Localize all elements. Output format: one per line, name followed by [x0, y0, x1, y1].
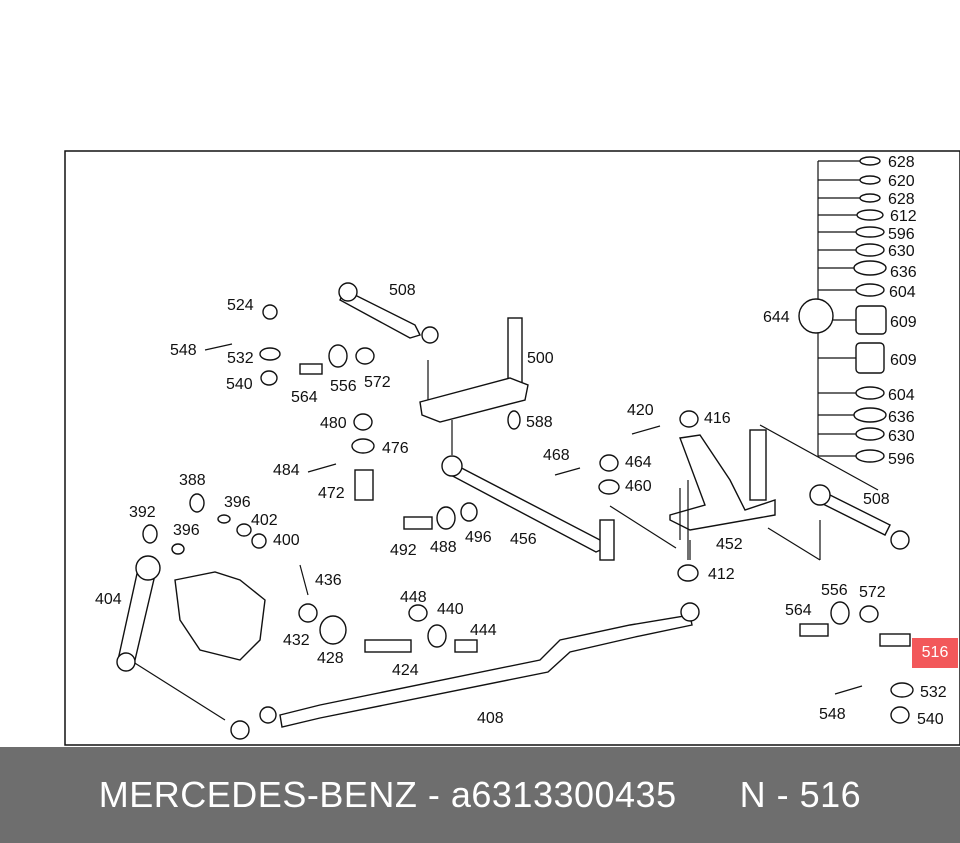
callout-label: 556: [821, 582, 848, 599]
callout-label: 402: [251, 512, 278, 529]
callout-label: 508: [389, 282, 416, 299]
callout-label: 636: [888, 409, 915, 426]
callout-label: 630: [888, 243, 915, 260]
callout-label: 476: [382, 440, 409, 457]
callout-label: 452: [716, 536, 743, 553]
diagram-canvas: 628 620 628 612 596 630 636 604 609 609 …: [64, 150, 960, 746]
callout-label: 508: [863, 491, 890, 508]
callout-label: 492: [390, 542, 417, 559]
washer-stack: [798, 156, 887, 463]
callout-label: 609: [890, 352, 917, 369]
callout-label: 548: [819, 706, 846, 723]
callout-label: 424: [392, 662, 419, 679]
callout-label: 628: [888, 191, 915, 208]
callout-label: 456: [510, 531, 537, 548]
small-parts: [142, 304, 914, 724]
callout-label: 444: [470, 622, 497, 639]
callout-label: 532: [920, 684, 947, 701]
footer-bar: MERCEDES-BENZ - a6313300435 N - 516: [0, 747, 960, 843]
callout-label: 532: [227, 350, 254, 367]
part-number: a6313300435: [450, 774, 677, 815]
callout-label: 596: [888, 226, 915, 243]
callout-label: 628: [888, 154, 915, 171]
callout-label: 572: [859, 584, 886, 601]
callout-label: 388: [179, 472, 206, 489]
callout-label: 460: [625, 478, 652, 495]
callout-label: 620: [888, 173, 915, 190]
callout-label: 564: [291, 389, 318, 406]
callout-label: 412: [708, 566, 735, 583]
callout-label: 604: [889, 284, 916, 301]
callout-label: 468: [543, 447, 570, 464]
callout-label: 644: [763, 309, 790, 326]
callout-label: 464: [625, 454, 652, 471]
callout-label: 416: [704, 410, 731, 427]
callout-label: 604: [888, 387, 915, 404]
callout-label: 400: [273, 532, 300, 549]
tie-rod: [129, 602, 700, 740]
footer-separator: -: [427, 774, 441, 815]
pitman-arm: [116, 555, 266, 672]
parts-diagram: 628 620 628 612 596 630 636 604 609 609 …: [64, 150, 960, 746]
callout-label: 420: [627, 402, 654, 419]
callout-label: 472: [318, 485, 345, 502]
callout-label: 496: [465, 529, 492, 546]
callout-label: 556: [330, 378, 357, 395]
callout-label: 448: [400, 589, 427, 606]
highlighted-part-label: 516: [912, 638, 958, 668]
callout-label: 609: [890, 314, 917, 331]
right-linkage: [609, 424, 910, 561]
callout-label: 596: [888, 451, 915, 468]
callout-label: 404: [95, 591, 122, 608]
callout-label: 500: [527, 350, 554, 367]
callout-label: 484: [273, 462, 300, 479]
callout-label: 392: [129, 504, 156, 521]
callout-label: 440: [437, 601, 464, 618]
diagram-border: [64, 150, 960, 746]
callout-label: 436: [315, 572, 342, 589]
callout-label: 488: [430, 539, 457, 556]
callout-labels: 628 620 628 612 596 630 636 604 609 609 …: [95, 154, 947, 728]
callout-label: 588: [526, 414, 553, 431]
callout-label: 636: [890, 264, 917, 281]
footer-text: MERCEDES-BENZ - a6313300435 N - 516: [99, 774, 861, 816]
callout-label: 428: [317, 650, 344, 667]
callout-label: 480: [320, 415, 347, 432]
callout-label: 432: [283, 632, 310, 649]
callout-label: 630: [888, 428, 915, 445]
callout-label: 408: [477, 710, 504, 727]
position-label: N - 516: [739, 774, 862, 815]
callout-label: 548: [170, 342, 197, 359]
callout-label: 396: [224, 494, 251, 511]
callout-label: 564: [785, 602, 812, 619]
callout-label: 572: [364, 374, 391, 391]
callout-label: 540: [917, 711, 944, 728]
brand-name: MERCEDES-BENZ: [98, 774, 418, 815]
upper-linkage: [338, 282, 615, 561]
callout-label: 612: [890, 208, 917, 225]
callout-label: 396: [173, 522, 200, 539]
callout-label: 524: [227, 297, 254, 314]
callout-label: 540: [226, 376, 253, 393]
